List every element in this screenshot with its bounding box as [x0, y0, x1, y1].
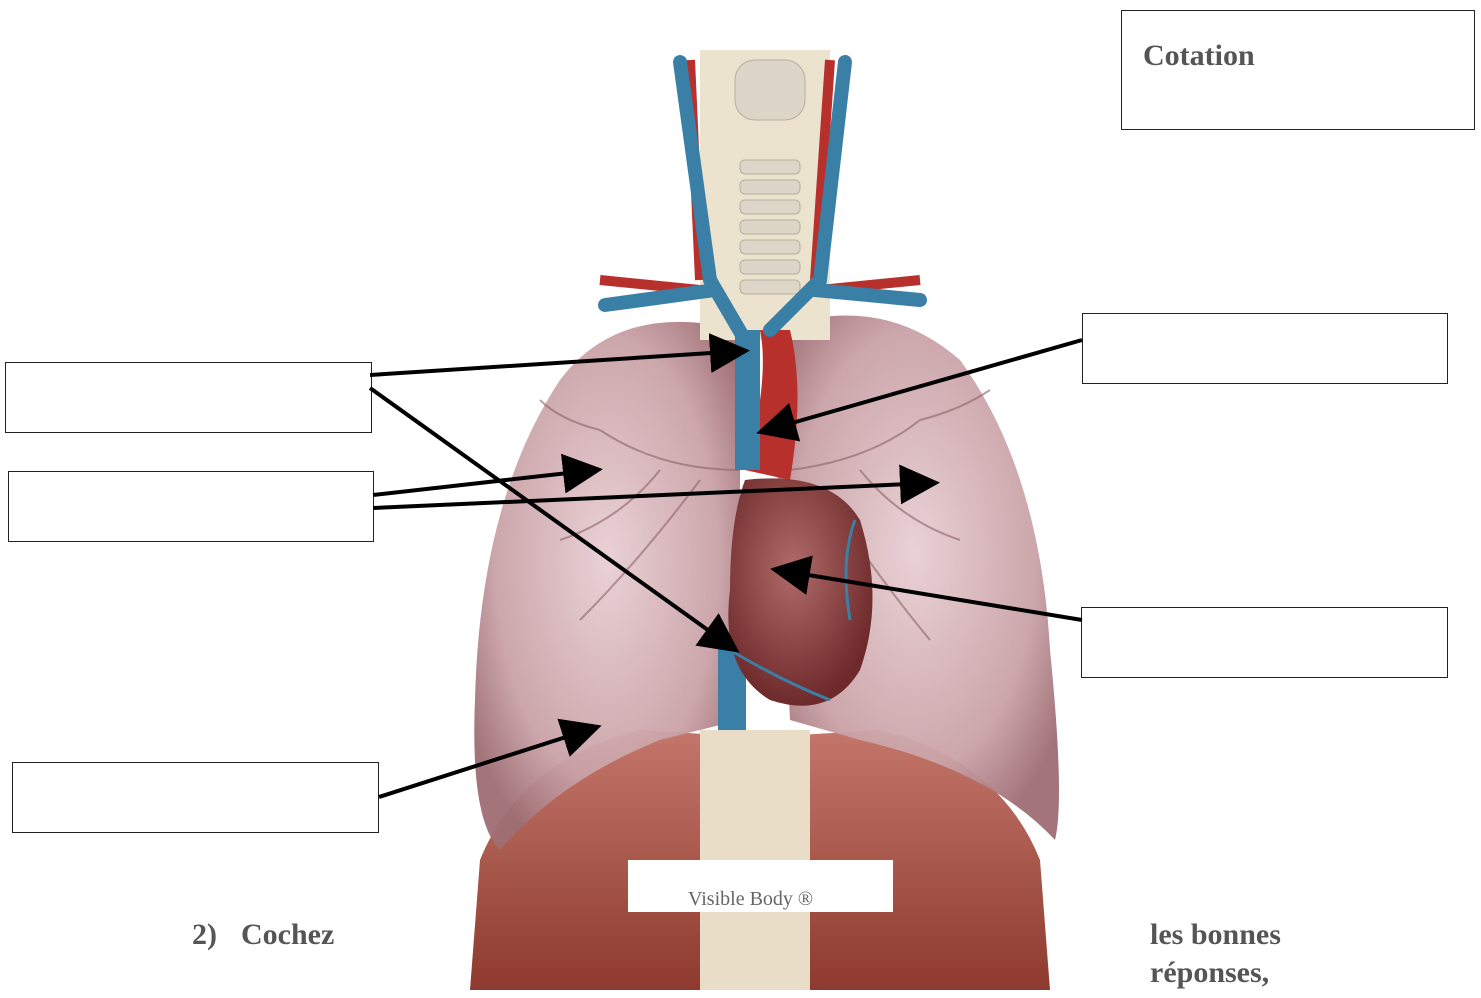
arrow-left1-to-heart-base	[370, 388, 733, 648]
question-tail-line1: les bonnes	[1150, 915, 1281, 955]
question-number: 2)	[192, 915, 217, 955]
arrow-left1-to-vena-cava	[370, 351, 742, 375]
watermark: Visible Body ®	[628, 860, 893, 912]
arrow-right2-to-heart	[778, 570, 1082, 620]
arrow-right1-to-aorta	[764, 340, 1082, 431]
arrow-left3-to-diaphragm	[379, 728, 594, 797]
question-tail-line2: réponses,	[1150, 953, 1269, 993]
arrow-left2-to-right-lung	[373, 470, 595, 495]
watermark-text: Visible Body ®	[688, 888, 813, 911]
question-word: Cochez	[241, 915, 334, 955]
